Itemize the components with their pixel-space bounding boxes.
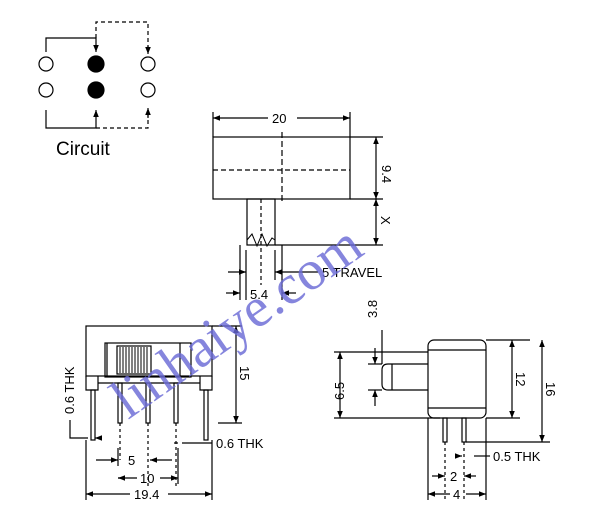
- dim-pin-thickness: 0.5 THK: [493, 449, 541, 464]
- dim-pin-width-5-4: 5.4: [250, 287, 268, 302]
- travel-label: 5 TRAVEL: [322, 265, 382, 280]
- dim-pitch-5: 5: [128, 453, 135, 468]
- dim-thickness-right: 0.6 THK: [216, 436, 264, 451]
- dim-pin-gap-2: 2: [450, 469, 457, 484]
- dim-span-10: 10: [140, 471, 154, 486]
- dim-width-19-4: 19.4: [134, 487, 159, 502]
- front-pins: [90, 382, 209, 486]
- terminal-open-4: [140, 82, 156, 98]
- dim-height-9-4: 9.4: [379, 165, 394, 183]
- dim-x: X: [378, 216, 393, 225]
- terminal-common-1: [87, 55, 105, 73]
- terminal-common-2: [87, 81, 105, 99]
- dim-offset-6-5: 6.5: [332, 382, 347, 400]
- side-view: [334, 330, 550, 500]
- dim-depth-4: 4: [453, 487, 460, 502]
- dim-body-height-12: 12: [513, 372, 528, 386]
- front-view: [69, 325, 242, 500]
- terminal-open-1: [38, 56, 54, 72]
- terminal-open-2: [38, 82, 54, 98]
- dim-height-15: 15: [237, 366, 252, 380]
- dim-width-20: 20: [272, 111, 286, 126]
- circuit-diagram: [38, 21, 156, 129]
- dim-actuator-3-8: 3.8: [365, 300, 380, 318]
- dim-total-height-16: 16: [543, 382, 558, 396]
- terminal-open-3: [140, 56, 156, 72]
- circuit-label: Circuit: [56, 139, 111, 160]
- dim-thickness-left: 0.6 THK: [62, 366, 77, 414]
- top-view: [212, 112, 383, 300]
